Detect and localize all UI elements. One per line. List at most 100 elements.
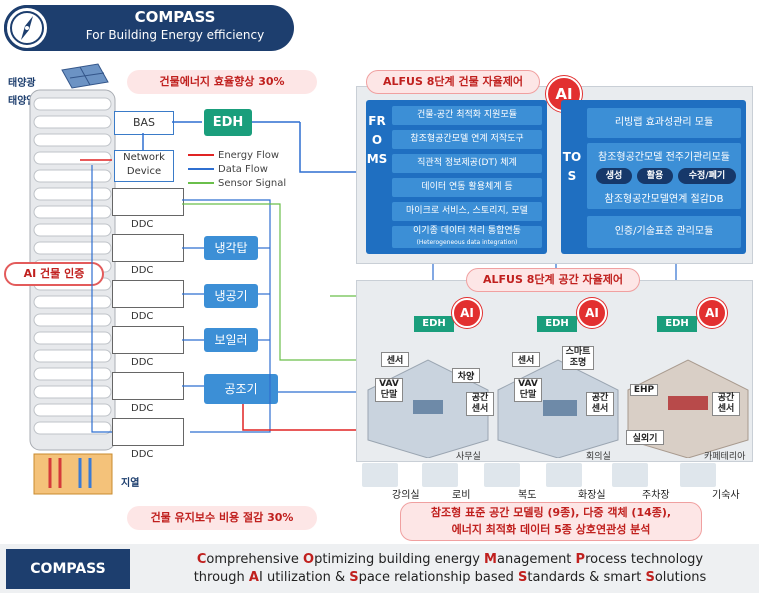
office-sensor-label: 센서 <box>381 352 409 367</box>
ddc-panel <box>112 418 184 446</box>
legend-sensor-signal: Sensor Signal <box>218 178 287 189</box>
froms-module: 직관적 정보제공(DT) 체계 <box>392 154 542 173</box>
legend-data-flow: Data Flow <box>218 164 268 175</box>
froms-module: 마이크로 서비스, 스토리지, 모델 <box>392 202 542 221</box>
blind-label: 차양 <box>452 368 480 383</box>
ahu-box: 공조기 <box>204 374 278 404</box>
footer-word: I utilization & <box>258 570 350 585</box>
vav-text: VAV <box>518 379 538 389</box>
ddc-panel <box>112 234 184 262</box>
footer-word: tandards & smart <box>527 570 646 585</box>
froms-module-label: 이기종 데이터 처리 통합연동 <box>413 226 521 236</box>
office-edh: EDH <box>414 316 454 332</box>
footer-initial: A <box>248 570 259 585</box>
modeling-line2: 에너지 최적화 데이터 5종 상호연관성 분석 <box>451 523 651 536</box>
lifecycle-modify: 수정/폐기 <box>678 168 736 184</box>
cafeteria-label: 카페테리아 <box>704 452 746 462</box>
space-control-callout: ALFUS 8단계 공간 자율제어 <box>466 268 640 292</box>
tos-module: 리빙랩 효과성관리 모듈 <box>587 108 741 138</box>
ddc-label: DDC <box>131 357 154 368</box>
footer-initial: O <box>303 552 315 567</box>
network-device-box: Network Device <box>114 150 174 182</box>
space-type-label: 화장실 <box>578 490 606 501</box>
footer-badge: COMPASS <box>6 549 130 589</box>
geothermal-label: 지열 <box>121 478 140 489</box>
restroom-icon <box>546 463 582 487</box>
footer-acronym: Comprehensive Optimizing building energy… <box>150 551 750 587</box>
edh-box: EDH <box>204 109 252 136</box>
footer-initial: C <box>196 552 207 567</box>
footer-word: olutions <box>654 570 707 585</box>
boiler-box: 보일러 <box>204 328 258 352</box>
meeting-edh: EDH <box>537 316 577 332</box>
ddc-label: DDC <box>131 311 154 322</box>
footer-initial: P <box>575 552 586 567</box>
space-type-label: 로비 <box>452 490 471 501</box>
ddc-panel <box>112 326 184 354</box>
ddc-label: DDC <box>131 265 154 276</box>
chiller-box: 냉공기 <box>204 284 258 308</box>
cooling-tower-box: 냉각탑 <box>204 236 258 260</box>
compass-icon <box>4 5 50 51</box>
legend-energy-flow: Energy Flow <box>218 150 280 161</box>
space-sensor-text: 공간 <box>717 393 735 403</box>
energy-efficiency-callout: 건물에너지 효율향상 30% <box>127 70 317 94</box>
outdoor-unit-label: 실외기 <box>626 430 664 445</box>
footer-initial: S <box>518 570 528 585</box>
office-label: 사무실 <box>456 452 481 462</box>
footer-line-1: Comprehensive Optimizing building energy… <box>150 551 750 569</box>
maintenance-saving-callout: 건물 유지보수 비용 절감 30% <box>127 506 317 530</box>
bas-box: BAS <box>114 111 174 135</box>
legend-swatches <box>188 154 214 184</box>
cafeteria-edh: EDH <box>657 316 697 332</box>
parking-icon <box>612 463 648 487</box>
space-sensor-text: 센서 <box>717 404 735 414</box>
ddc-panel <box>112 372 184 400</box>
space-type-label: 기숙사 <box>712 490 740 501</box>
meeting-room-label: 회의실 <box>586 452 611 462</box>
tos-module: 참조형공간모델 전주기관리모듈 <box>598 152 730 163</box>
footer-word: through <box>193 570 249 585</box>
solar-heat-label: 태양열 <box>8 96 36 107</box>
corridor-icon <box>484 463 520 487</box>
space-sensor-text: 공간 <box>591 393 609 403</box>
vav-text: 단말 <box>519 390 537 400</box>
ddc-label: DDC <box>131 403 154 414</box>
footer-initial: S <box>645 570 655 585</box>
space-type-label: 주차장 <box>642 490 670 501</box>
lifecycle-use: 활용 <box>637 168 673 184</box>
froms-module-note: (Heterogeneous data integration) <box>416 239 518 246</box>
space-type-label: 강의실 <box>392 490 420 501</box>
dormitory-icon <box>680 463 716 487</box>
froms-module: 참조형공간모델 연계 저작도구 <box>392 130 542 149</box>
space-sensor-text: 센서 <box>591 404 609 414</box>
smart-light-text: 스마트 <box>565 347 591 357</box>
footer-word: omprehensive <box>206 552 304 567</box>
footer-word: rocess technology <box>585 552 704 567</box>
footer-initial: S <box>349 570 359 585</box>
network-device-line2: Device <box>126 166 162 177</box>
room-illustrations <box>367 359 749 458</box>
ehp-label: EHP <box>630 384 658 396</box>
ai-badge: AI <box>577 298 607 328</box>
ddc-panel <box>112 280 184 308</box>
footer-word: anagement <box>496 552 576 567</box>
ddc-label: DDC <box>131 449 154 460</box>
froms-module: 데이터 연동 활용체계 등 <box>392 178 542 197</box>
ai-badge: AI <box>452 298 482 328</box>
ai-badge: AI <box>697 298 727 328</box>
solar-power-label: 태양광 <box>8 78 36 89</box>
header-banner <box>4 5 294 51</box>
header-title: COMPASS <box>134 8 216 26</box>
tos-module: 인증/기술표준 관리모듈 <box>587 216 741 248</box>
froms-title: FROMS <box>366 114 388 166</box>
meeting-sensor-label: 센서 <box>512 352 540 367</box>
footer-word: pace relationship based <box>358 570 519 585</box>
ddc-label: DDC <box>131 219 154 230</box>
space-sensor-text: 센서 <box>471 404 489 414</box>
